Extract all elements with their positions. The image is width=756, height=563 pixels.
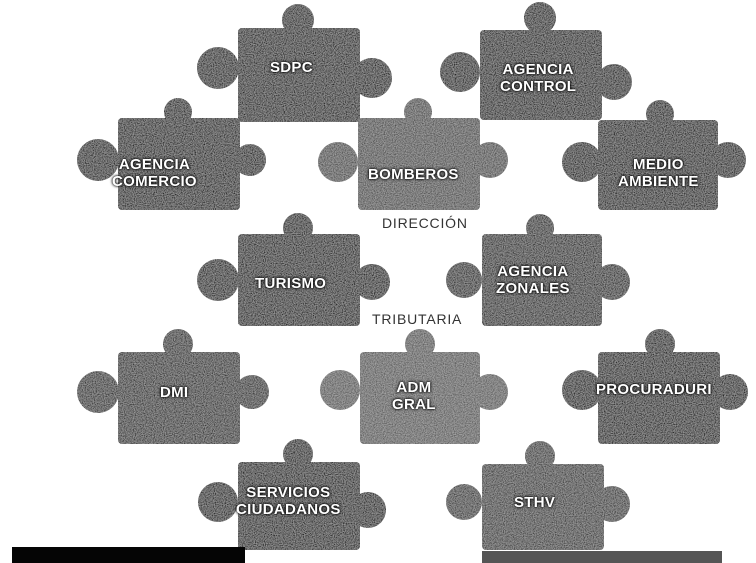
puzzle-piece-knob: [525, 441, 555, 471]
piece-label-line: MEDIO: [618, 156, 699, 173]
puzzle-piece-knob: [318, 142, 358, 182]
puzzle-piece-body: [598, 352, 720, 444]
puzzle-piece-knob: [404, 98, 432, 126]
puzzle-piece-agencia-comercio: [77, 98, 266, 210]
piece-label-line: SERVICIOS: [236, 484, 341, 501]
puzzle-piece-knob: [645, 329, 675, 359]
piece-label-line: AMBIENTE: [618, 173, 699, 190]
puzzle-piece-knob: [282, 4, 314, 36]
center-title-bottom: TRIBUTARIA: [372, 311, 462, 327]
puzzle-piece-knob: [524, 2, 556, 34]
puzzle-piece-knob: [352, 58, 392, 98]
piece-label-bomberos: BOMBEROS: [368, 166, 459, 183]
piece-label-line: CONTROL: [500, 78, 576, 95]
puzzle-piece-knob: [77, 371, 119, 413]
puzzle-piece-knob: [197, 47, 239, 89]
piece-label-dmi: DMI: [160, 384, 188, 401]
puzzle-piece-body: [358, 118, 480, 210]
piece-label-line: AGENCIA: [112, 156, 197, 173]
piece-label-line: STHV: [514, 494, 555, 511]
puzzle-piece-knob: [163, 329, 193, 359]
puzzle-piece-knob: [350, 492, 386, 528]
piece-label-line: AGENCIA: [496, 263, 570, 280]
piece-label-line: CIUDADANOS: [236, 501, 341, 518]
piece-label-line: DMI: [160, 384, 188, 401]
puzzle-piece-knob: [594, 486, 630, 522]
puzzle-piece-knob: [562, 142, 602, 182]
puzzle-piece-turismo: [197, 213, 390, 326]
piece-label-line: ZONALES: [496, 280, 570, 297]
puzzle-piece-knob: [596, 64, 632, 100]
puzzle-piece-knob: [526, 214, 554, 242]
puzzle-piece-knob: [197, 259, 239, 301]
puzzle-piece-knob: [320, 370, 360, 410]
puzzle-piece-knob: [198, 482, 238, 522]
piece-label-line: AGENCIA: [500, 61, 576, 78]
piece-label-line: SDPC: [270, 59, 313, 76]
puzzle-piece-knob: [646, 100, 674, 128]
piece-label-line: COMERCIO: [112, 173, 197, 190]
center-title-top: DIRECCIÓN: [382, 215, 468, 231]
puzzle-piece-knob: [712, 374, 748, 410]
puzzle-piece-knob: [235, 375, 269, 409]
puzzle-piece-knob: [283, 213, 313, 243]
bottom-bar-left: [12, 547, 245, 563]
piece-label-line: BOMBEROS: [368, 166, 459, 183]
puzzle-piece-knob: [440, 52, 480, 92]
puzzle-piece-knob: [446, 484, 482, 520]
piece-label-line: GRAL: [392, 396, 436, 413]
piece-label-line: PROCURADURI: [596, 381, 712, 398]
puzzle-piece-knob: [283, 439, 313, 469]
puzzle-piece-knob: [594, 264, 630, 300]
puzzle-piece-knob: [472, 374, 508, 410]
puzzle-piece-knob: [446, 262, 482, 298]
puzzle-piece-knob: [472, 142, 508, 178]
puzzle-piece-knob: [405, 329, 435, 359]
piece-label-line: TURISMO: [255, 275, 326, 292]
puzzle-piece-knob: [710, 142, 746, 178]
puzzle-piece-knob: [164, 98, 192, 126]
piece-label-procuraduria: PROCURADURI: [596, 381, 712, 398]
piece-label-turismo: TURISMO: [255, 275, 326, 292]
piece-label-sdpc: SDPC: [270, 59, 313, 76]
piece-label-sthv: STHV: [514, 494, 555, 511]
piece-label-line: ADM: [392, 379, 436, 396]
puzzle-piece-knob: [354, 264, 390, 300]
bottom-bar-right: [482, 551, 722, 563]
puzzle-piece-knob: [234, 144, 266, 176]
